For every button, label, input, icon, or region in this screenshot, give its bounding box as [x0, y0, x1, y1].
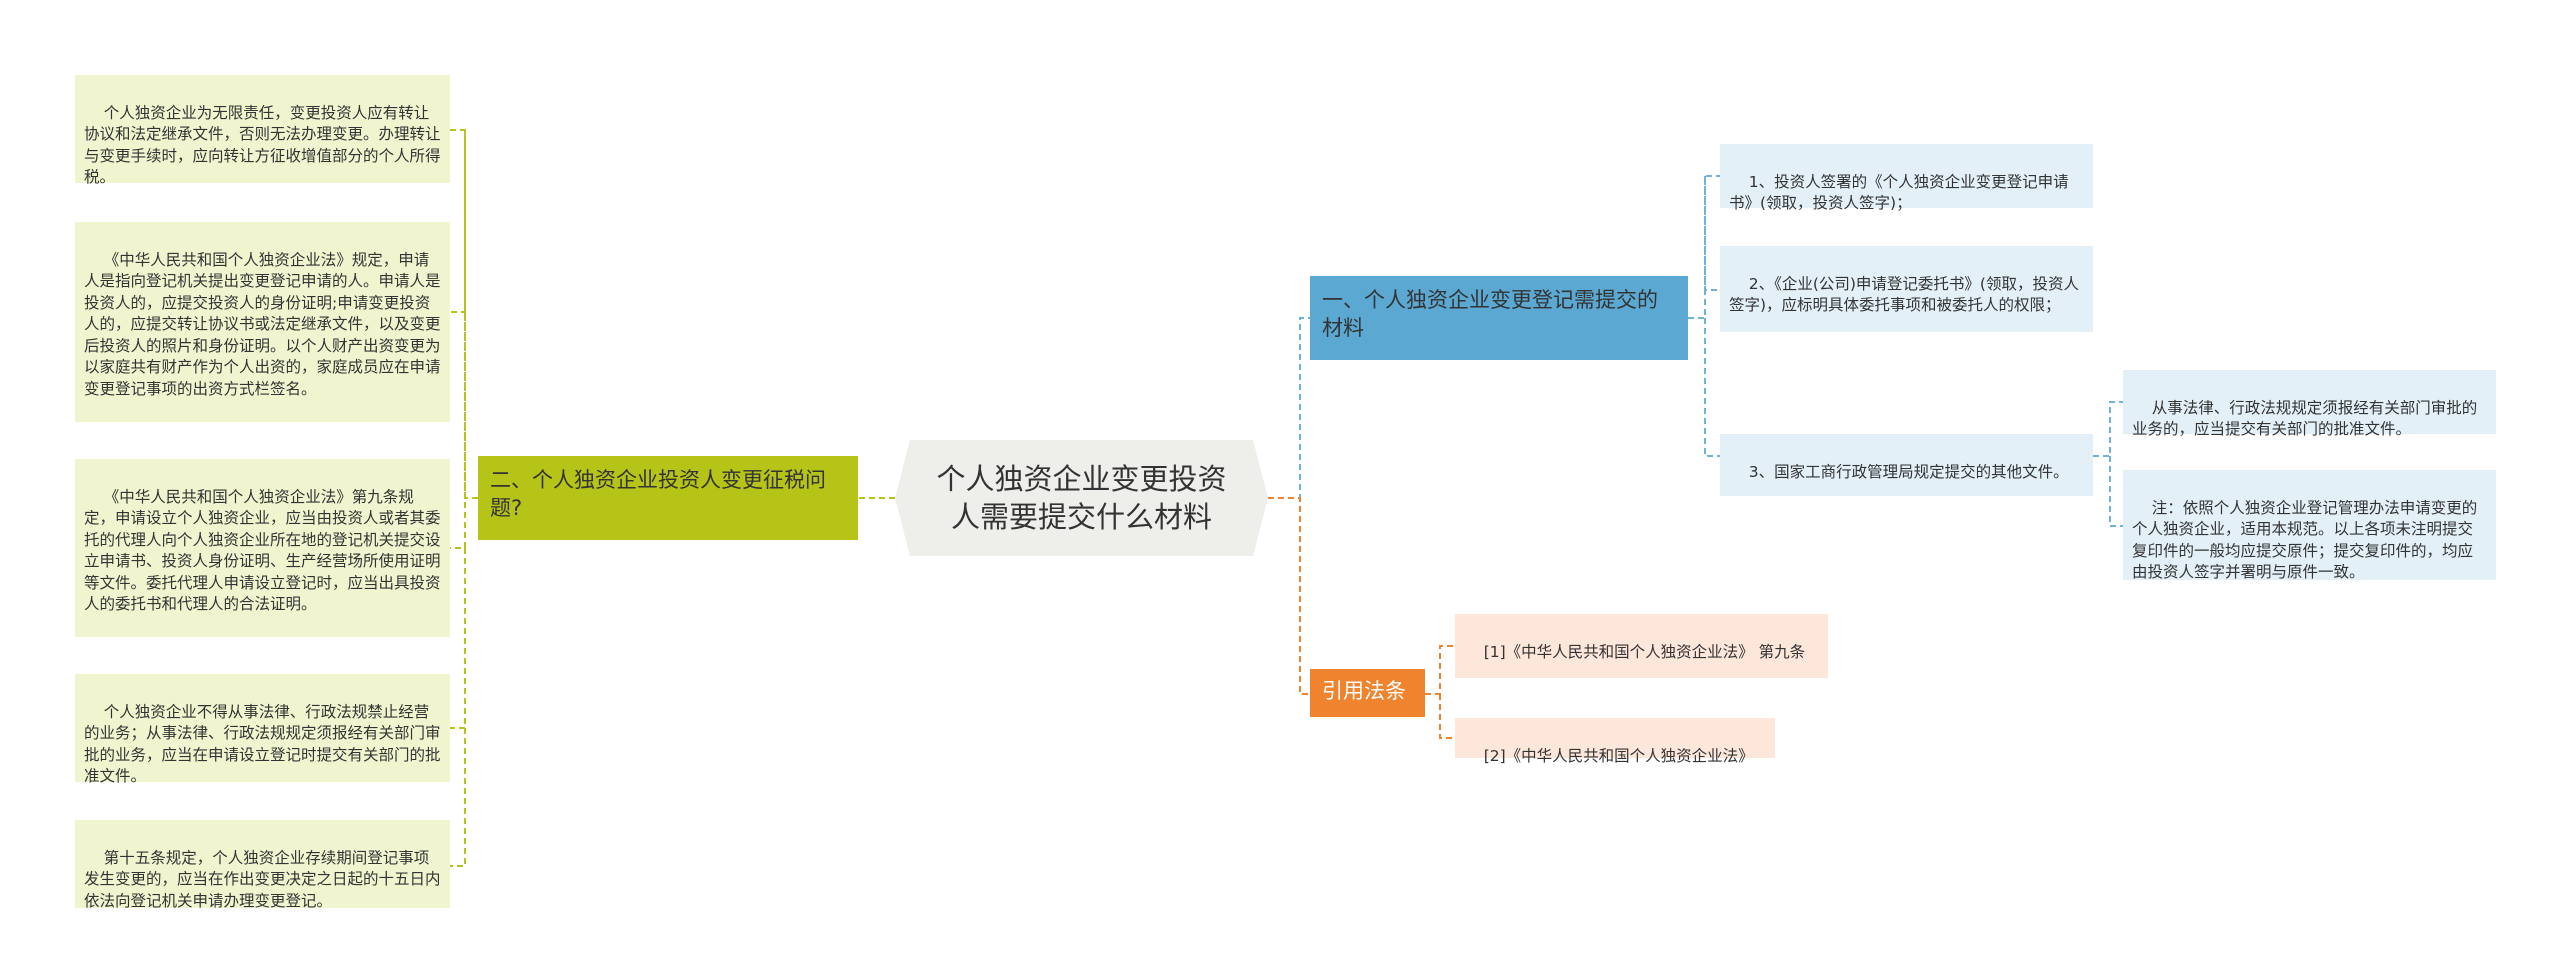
tax-item-4-text: 个人独资企业不得从事法律、行政法规禁止经营的业务；从事法律、行政法规规定须报经有…	[84, 702, 441, 786]
tax-item-4[interactable]: 个人独资企业不得从事法律、行政法规禁止经营的业务；从事法律、行政法规规定须报经有…	[75, 674, 450, 785]
branch-law[interactable]: 引用法条	[1310, 669, 1425, 717]
materials-subitem-approval[interactable]: 从事法律、行政法规规定须报经有关部门审批的业务的，应当提交有关部门的批准文件。	[2123, 370, 2496, 438]
materials-subitem-note-text: 注：依照个人独资企业登记管理办法申请变更的个人独资企业，适用本规范。以上各项未注…	[2132, 498, 2478, 582]
law-item-2[interactable]: [2]《中华人民共和国个人独资企业法》	[1455, 718, 1775, 765]
law-item-1[interactable]: [1]《中华人民共和国个人独资企业法》 第九条	[1455, 614, 1828, 678]
root-topic[interactable]: 个人独资企业变更投资人需要提交什么材料	[895, 440, 1268, 556]
materials-item-3[interactable]: 3、国家工商行政管理局规定提交的其他文件。	[1720, 434, 2093, 496]
connector-law-items	[1425, 645, 1455, 739]
branch-materials[interactable]: 一、个人独资企业变更登记需提交的材料	[1310, 276, 1688, 360]
connector-root-law	[1268, 497, 1310, 695]
tax-item-3[interactable]: 《中华人民共和国个人独资企业法》第九条规定，申请设立个人独资企业，应当由投资人或…	[75, 459, 450, 637]
branch-tax-label: 二、个人独资企业投资人变更征税问题?	[490, 468, 826, 520]
connector-materials-items	[1688, 175, 1720, 457]
branch-law-label: 引用法条	[1322, 679, 1406, 703]
materials-item-3-text: 3、国家工商行政管理局规定提交的其他文件。	[1748, 462, 2069, 481]
tax-item-5[interactable]: 第十五条规定，个人独资企业存续期间登记事项发生变更的，应当在作出变更决定之日起的…	[75, 820, 450, 910]
branch-materials-label: 一、个人独资企业变更登记需提交的材料	[1322, 288, 1658, 340]
root-topic-label: 个人独资企业变更投资人需要提交什么材料	[936, 462, 1227, 534]
tax-item-5-text: 第十五条规定，个人独资企业存续期间登记事项发生变更的，应当在作出变更决定之日起的…	[84, 848, 441, 910]
materials-subitem-approval-text: 从事法律、行政法规规定须报经有关部门审批的业务的，应当提交有关部门的批准文件。	[2132, 398, 2478, 439]
materials-subitem-note[interactable]: 注：依照个人独资企业登记管理办法申请变更的个人独资企业，适用本规范。以上各项未注…	[2123, 470, 2496, 582]
law-item-2-text: [2]《中华人民共和国个人独资企业法》	[1483, 746, 1754, 765]
connector-item3-subs	[2093, 401, 2123, 527]
connector-root-materials	[1268, 317, 1310, 499]
tax-item-2-text: 《中华人民共和国个人独资企业法》规定，申请人是指向登记机关提出变更登记申请的人。…	[84, 250, 441, 398]
connector-tax-items	[450, 129, 478, 867]
materials-item-2-text: 2、《企业(公司)申请登记委托书》(领取，投资人签字)，应标明具体委托事项和被委…	[1729, 274, 2079, 315]
materials-item-1[interactable]: 1、投资人签署的《个人独资企业变更登记申请书》(领取，投资人签字)；	[1720, 144, 2093, 212]
materials-item-1-text: 1、投资人签署的《个人独资企业变更登记申请书》(领取，投资人签字)；	[1729, 172, 2069, 213]
tax-item-1-text: 个人独资企业为无限责任，变更投资人应有转让协议和法定继承文件，否则无法办理变更。…	[84, 103, 441, 187]
tax-item-2[interactable]: 《中华人民共和国个人独资企业法》规定，申请人是指向登记机关提出变更登记申请的人。…	[75, 222, 450, 422]
tax-item-3-text: 《中华人民共和国个人独资企业法》第九条规定，申请设立个人独资企业，应当由投资人或…	[84, 487, 441, 614]
branch-tax[interactable]: 二、个人独资企业投资人变更征税问题?	[478, 456, 858, 540]
tax-item-1[interactable]: 个人独资企业为无限责任，变更投资人应有转让协议和法定继承文件，否则无法办理变更。…	[75, 75, 450, 186]
law-item-1-text: [1]《中华人民共和国个人独资企业法》 第九条	[1483, 642, 1806, 661]
materials-item-2[interactable]: 2、《企业(公司)申请登记委托书》(领取，投资人签字)，应标明具体委托事项和被委…	[1720, 246, 2093, 332]
